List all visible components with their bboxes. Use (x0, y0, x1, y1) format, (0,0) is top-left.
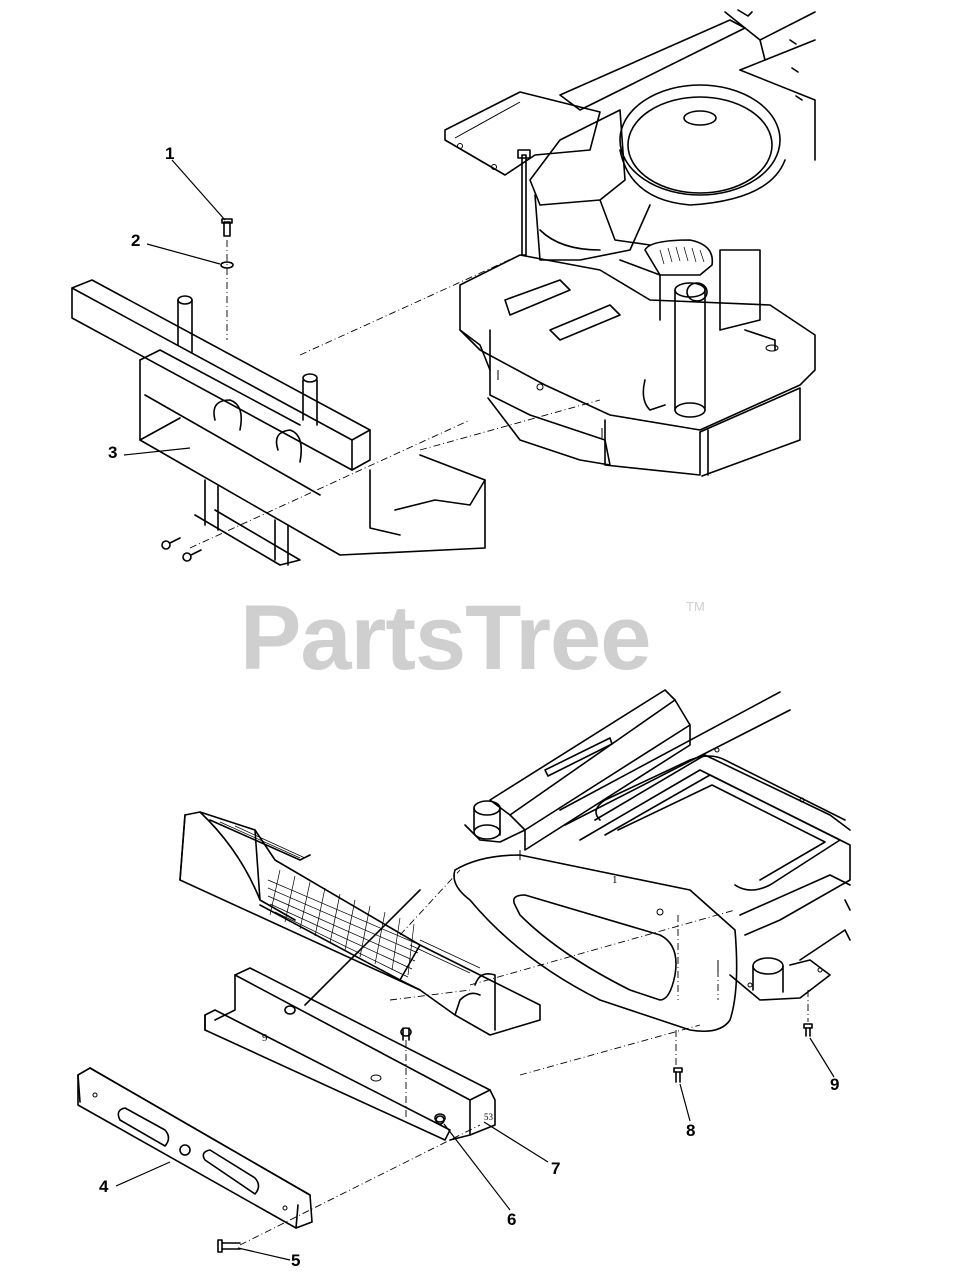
footplate: 1 (453, 854, 738, 1033)
callout-8[interactable]: 8 (686, 1121, 696, 1140)
callout-3[interactable]: 3 (108, 443, 118, 462)
watermark: PartsTree (240, 587, 651, 689)
svg-text:53: 53 (484, 1112, 494, 1122)
hardware-bottom (217, 1023, 813, 1253)
svg-text:9: 9 (262, 1032, 268, 1044)
bumper-grille (179, 811, 541, 1036)
front-bumper (77, 1067, 313, 1229)
callout-1[interactable]: 1 (165, 144, 175, 163)
assembly-lines-top (189, 240, 601, 549)
bumper-bracket-assembly (71, 218, 486, 566)
engine (517, 84, 786, 418)
callout-9[interactable]: 9 (830, 1075, 840, 1094)
callout-4[interactable]: 4 (99, 1177, 109, 1196)
bumper-mounting-bracket: 9 53 (204, 889, 496, 1141)
callout-6[interactable]: 6 (507, 1210, 517, 1229)
svg-text:1: 1 (612, 874, 618, 886)
engine-mount-plate (444, 91, 601, 176)
deck-mount-plate (459, 254, 816, 477)
frame-rails-bottom (464, 689, 851, 1001)
callout-leaders (115, 159, 835, 1261)
callout-7[interactable]: 7 (551, 1159, 561, 1178)
callout-5[interactable]: 5 (291, 1251, 301, 1270)
trademark-mark: TM (686, 599, 705, 614)
callout-2[interactable]: 2 (131, 231, 141, 250)
assembly-lines-bottom (239, 869, 809, 1246)
